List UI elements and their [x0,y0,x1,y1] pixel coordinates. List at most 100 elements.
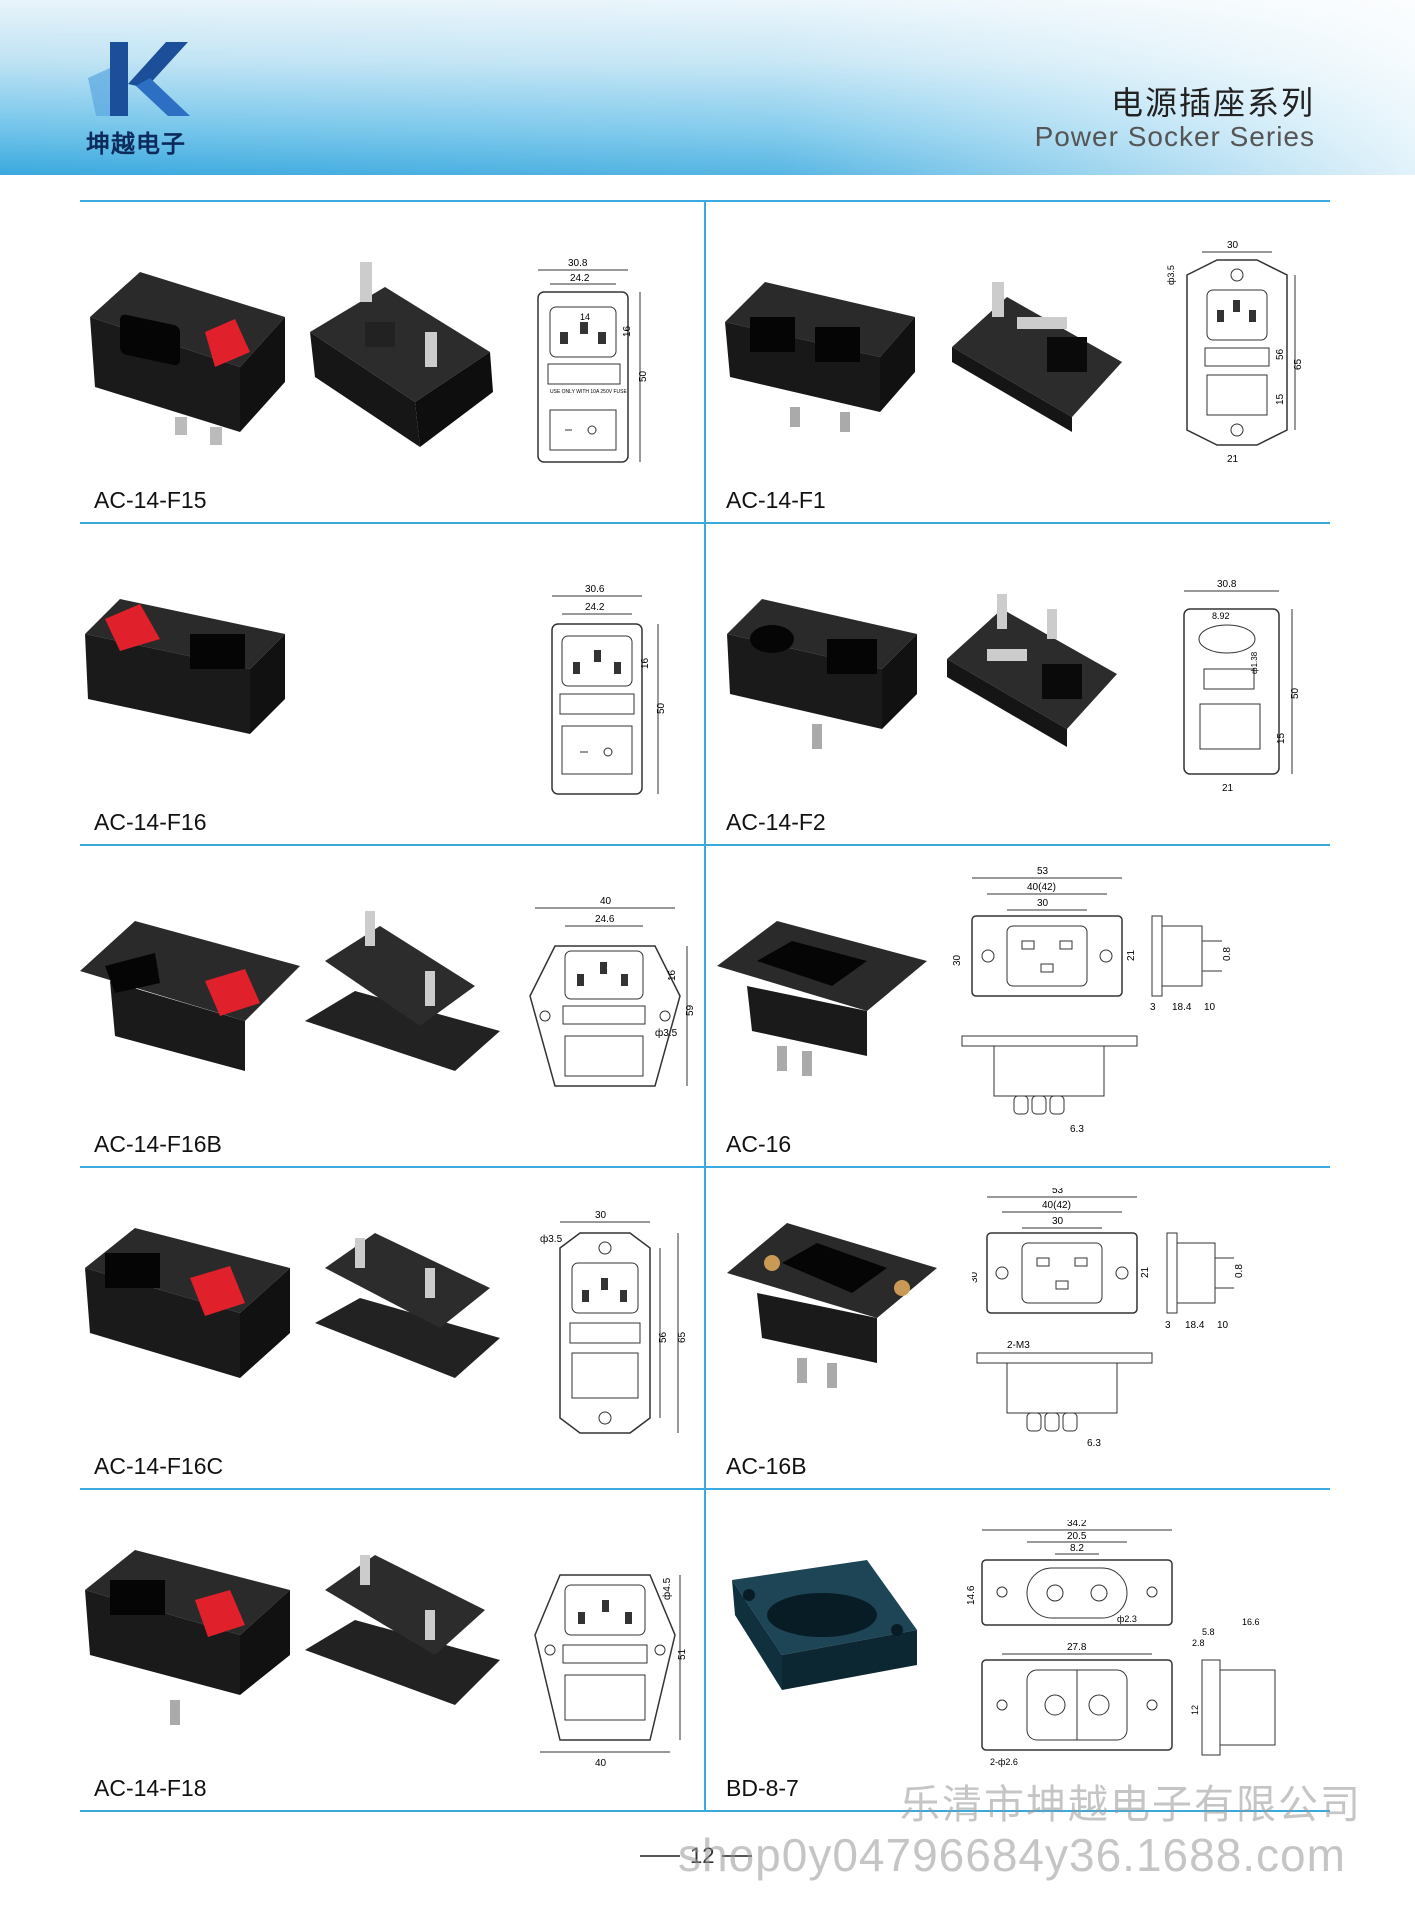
svg-text:3: 3 [1165,1320,1171,1331]
product-photo-back [305,911,500,1071]
svg-text:30: 30 [1052,1216,1064,1227]
product-label: AC-14-F15 [94,487,207,513]
svg-text:8.2: 8.2 [1070,1543,1084,1554]
svg-text:27.8: 27.8 [1067,1642,1087,1653]
svg-text:40(42): 40(42) [1027,882,1056,893]
product-label: AC-14-F16B [94,1131,222,1157]
product-cell: 40 24.6 ф3.5 59 16 AC-14-F16B [80,846,700,1166]
svg-text:30.8: 30.8 [568,258,588,269]
product-cell: 30.6 24.2 50 16 AC-14-F16 [80,524,700,844]
svg-text:18.4: 18.4 [1172,1002,1192,1013]
svg-text:50: 50 [656,702,667,714]
product-cell: 34.2 20.5 8.2 14.6 ф2.3 27.8 2-ф2.6 5.8 … [712,1490,1332,1810]
svg-text:53: 53 [1037,866,1049,877]
svg-text:40(42): 40(42) [1042,1200,1071,1211]
product-label: AC-16 [726,1131,792,1157]
svg-text:30: 30 [1037,898,1049,909]
svg-text:ф3.5: ф3.5 [655,1027,678,1039]
page-number: 12 [690,1843,715,1868]
svg-text:8.92: 8.92 [1212,611,1230,621]
dimension-drawing: ф4.5 51 40 [534,1574,688,1769]
svg-text:50: 50 [638,370,649,382]
page-header [0,0,1415,175]
product-photo-back [305,1555,500,1705]
dimension-drawing: 30.8 24.2 14 USE ONLY WITH 10A 250V FUSE… [537,258,649,463]
product-cell: 53 40(42) 30 30 21 0.8 3 18.4 10 6.3 AC-… [712,846,1332,1166]
svg-text:30: 30 [952,954,963,966]
svg-text:14.6: 14.6 [966,1585,977,1605]
dimension-drawing: 40 24.6 ф3.5 59 16 [529,896,695,1087]
product-photo-front [85,599,285,734]
product-label: AC-14-F16C [94,1453,224,1479]
svg-text:50: 50 [1290,687,1301,699]
svg-text:24.2: 24.2 [585,602,605,613]
product-photo-back [315,1233,500,1378]
product-photo-front [85,1228,290,1378]
svg-text:59: 59 [685,1004,695,1016]
company-logo [88,42,190,116]
product-label: AC-14-F1 [726,487,826,513]
svg-text:12: 12 [1190,1705,1200,1715]
svg-text:51: 51 [677,1648,688,1660]
svg-text:18.4: 18.4 [1185,1320,1205,1331]
svg-text:24.2: 24.2 [570,273,590,284]
svg-text:2.8: 2.8 [1192,1638,1205,1648]
svg-text:21: 21 [1126,949,1137,961]
svg-text:34.2: 34.2 [1067,1520,1087,1529]
svg-text:40: 40 [595,1758,607,1769]
svg-text:16: 16 [640,657,651,669]
footer-rule [722,1855,752,1857]
svg-text:ф3.5: ф3.5 [540,1233,563,1245]
svg-text:10: 10 [1217,1320,1229,1331]
svg-text:30: 30 [1227,240,1239,251]
svg-text:16: 16 [667,969,678,981]
svg-text:21: 21 [1227,454,1239,465]
svg-text:65: 65 [677,1331,688,1343]
dimension-drawing: 53 40(42) 30 30 21 0.8 3 18.4 10 2-M3 6.… [972,1188,1245,1449]
product-photo-back [947,594,1117,747]
svg-text:53: 53 [1052,1188,1064,1196]
dimension-drawing: 34.2 20.5 8.2 14.6 ф2.3 27.8 2-ф2.6 5.8 … [966,1520,1276,1767]
product-photo-front [85,1550,290,1725]
product-photo-back [310,262,493,447]
product-cell: 30.8 24.2 14 USE ONLY WITH 10A 250V FUSE… [80,202,700,522]
svg-text:40: 40 [600,896,612,907]
dimension-drawing: 30 ф3.5 56 65 [540,1210,688,1434]
column-divider [704,200,706,1812]
svg-text:14: 14 [580,312,590,322]
svg-text:20.5: 20.5 [1067,1531,1087,1542]
product-photo-front [732,1560,917,1690]
svg-text:2-ф2.6: 2-ф2.6 [990,1757,1018,1767]
svg-text:0.8: 0.8 [1222,947,1233,961]
product-cell: 53 40(42) 30 30 21 0.8 3 18.4 10 2-M3 6.… [712,1168,1332,1488]
svg-text:16: 16 [622,325,633,337]
product-photo-front [727,1223,937,1388]
product-cell: 30 ф3.5 56 65 AC-14-F16C [80,1168,700,1488]
footer-rule [640,1855,680,1857]
watermark-company: 乐清市坤越电子有限公司 [900,1782,1362,1828]
svg-text:6.3: 6.3 [1087,1438,1101,1449]
svg-text:USE ONLY WITH 10A 250V FUSE: USE ONLY WITH 10A 250V FUSE [550,389,627,395]
dimension-drawing: 53 40(42) 30 30 21 0.8 3 18.4 10 6.3 [952,866,1233,1135]
product-label: AC-14-F18 [94,1775,207,1801]
svg-text:21: 21 [1140,1266,1151,1278]
svg-text:2-M3: 2-M3 [1007,1340,1030,1351]
svg-text:3: 3 [1150,1002,1156,1013]
svg-text:ф3.5: ф3.5 [1167,265,1176,285]
product-label: BD-8-7 [726,1775,799,1801]
product-cell: 30.8 8.92 ф1.38 50 15 21 AC-14-F2 [712,524,1332,844]
dimension-drawing: 30 ф3.5 65 56 15 21 [1167,240,1304,465]
svg-text:30.6: 30.6 [585,584,605,595]
product-label: AC-14-F16 [94,809,207,835]
svg-text:30: 30 [972,1271,980,1283]
product-cell: ф4.5 51 40 AC-14-F18 [80,1490,700,1810]
product-photo-front [80,921,300,1071]
svg-text:24.6: 24.6 [595,914,615,925]
svg-text:15: 15 [1275,393,1286,405]
product-photo-front [90,272,285,445]
product-label: AC-14-F2 [726,809,826,835]
product-photo-front [717,921,927,1076]
product-cell: 30 ф3.5 65 56 15 21 AC-14-F1 [712,202,1332,522]
company-name: 坤越电子 [86,131,186,158]
svg-text:16.6: 16.6 [1242,1617,1260,1627]
